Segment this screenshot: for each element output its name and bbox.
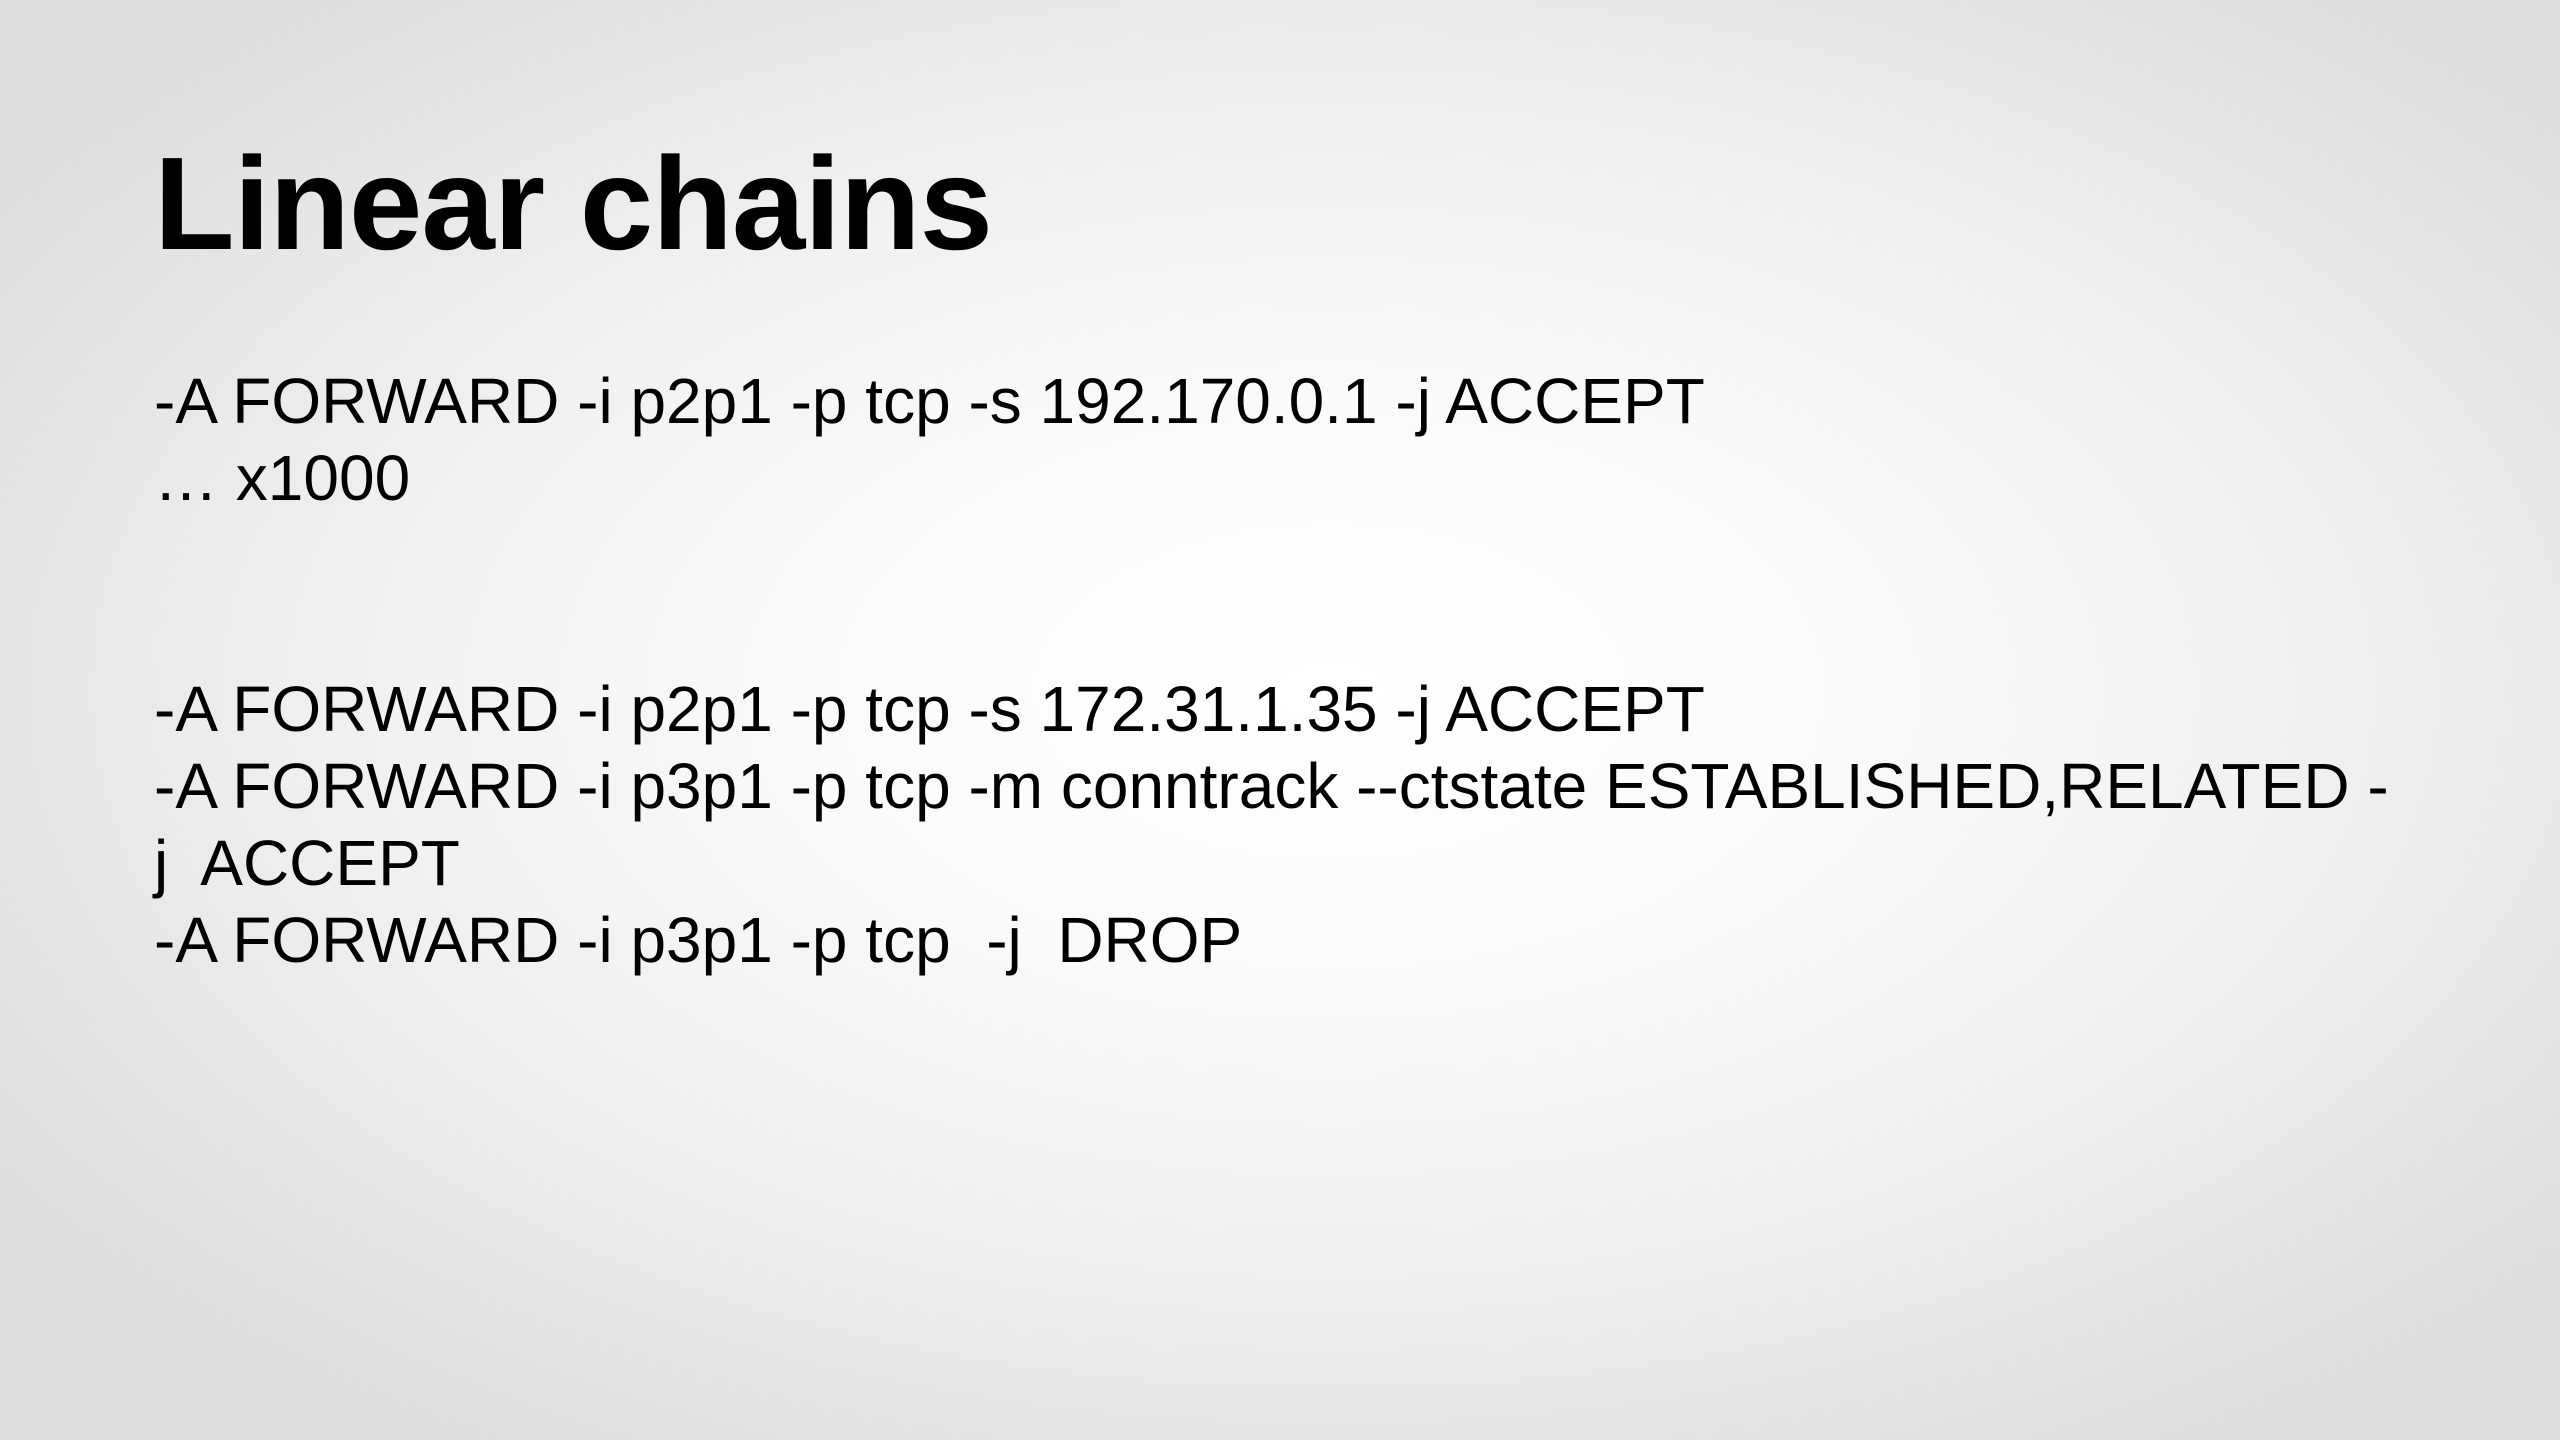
rule-line-accept-172: -A FORWARD -i p2p1 -p tcp -s 172.31.1.35…: [154, 673, 1705, 745]
rules-body: -A FORWARD -i p2p1 -p tcp -s 192.170.0.1…: [154, 363, 2414, 979]
rule-line-accept-192: -A FORWARD -i p2p1 -p tcp -s 192.170.0.1…: [154, 365, 1705, 437]
slide-title: Linear chains: [154, 130, 993, 277]
rule-line-drop: -A FORWARD -i p3p1 -p tcp -j DROP: [154, 904, 1243, 976]
spacer: [154, 517, 2414, 671]
rule-line-conntrack-continued: j ACCEPT: [154, 827, 460, 899]
repeat-note: … x1000: [154, 442, 411, 514]
rule-line-conntrack: -A FORWARD -i p3p1 -p tcp -m conntrack -…: [154, 750, 2389, 822]
